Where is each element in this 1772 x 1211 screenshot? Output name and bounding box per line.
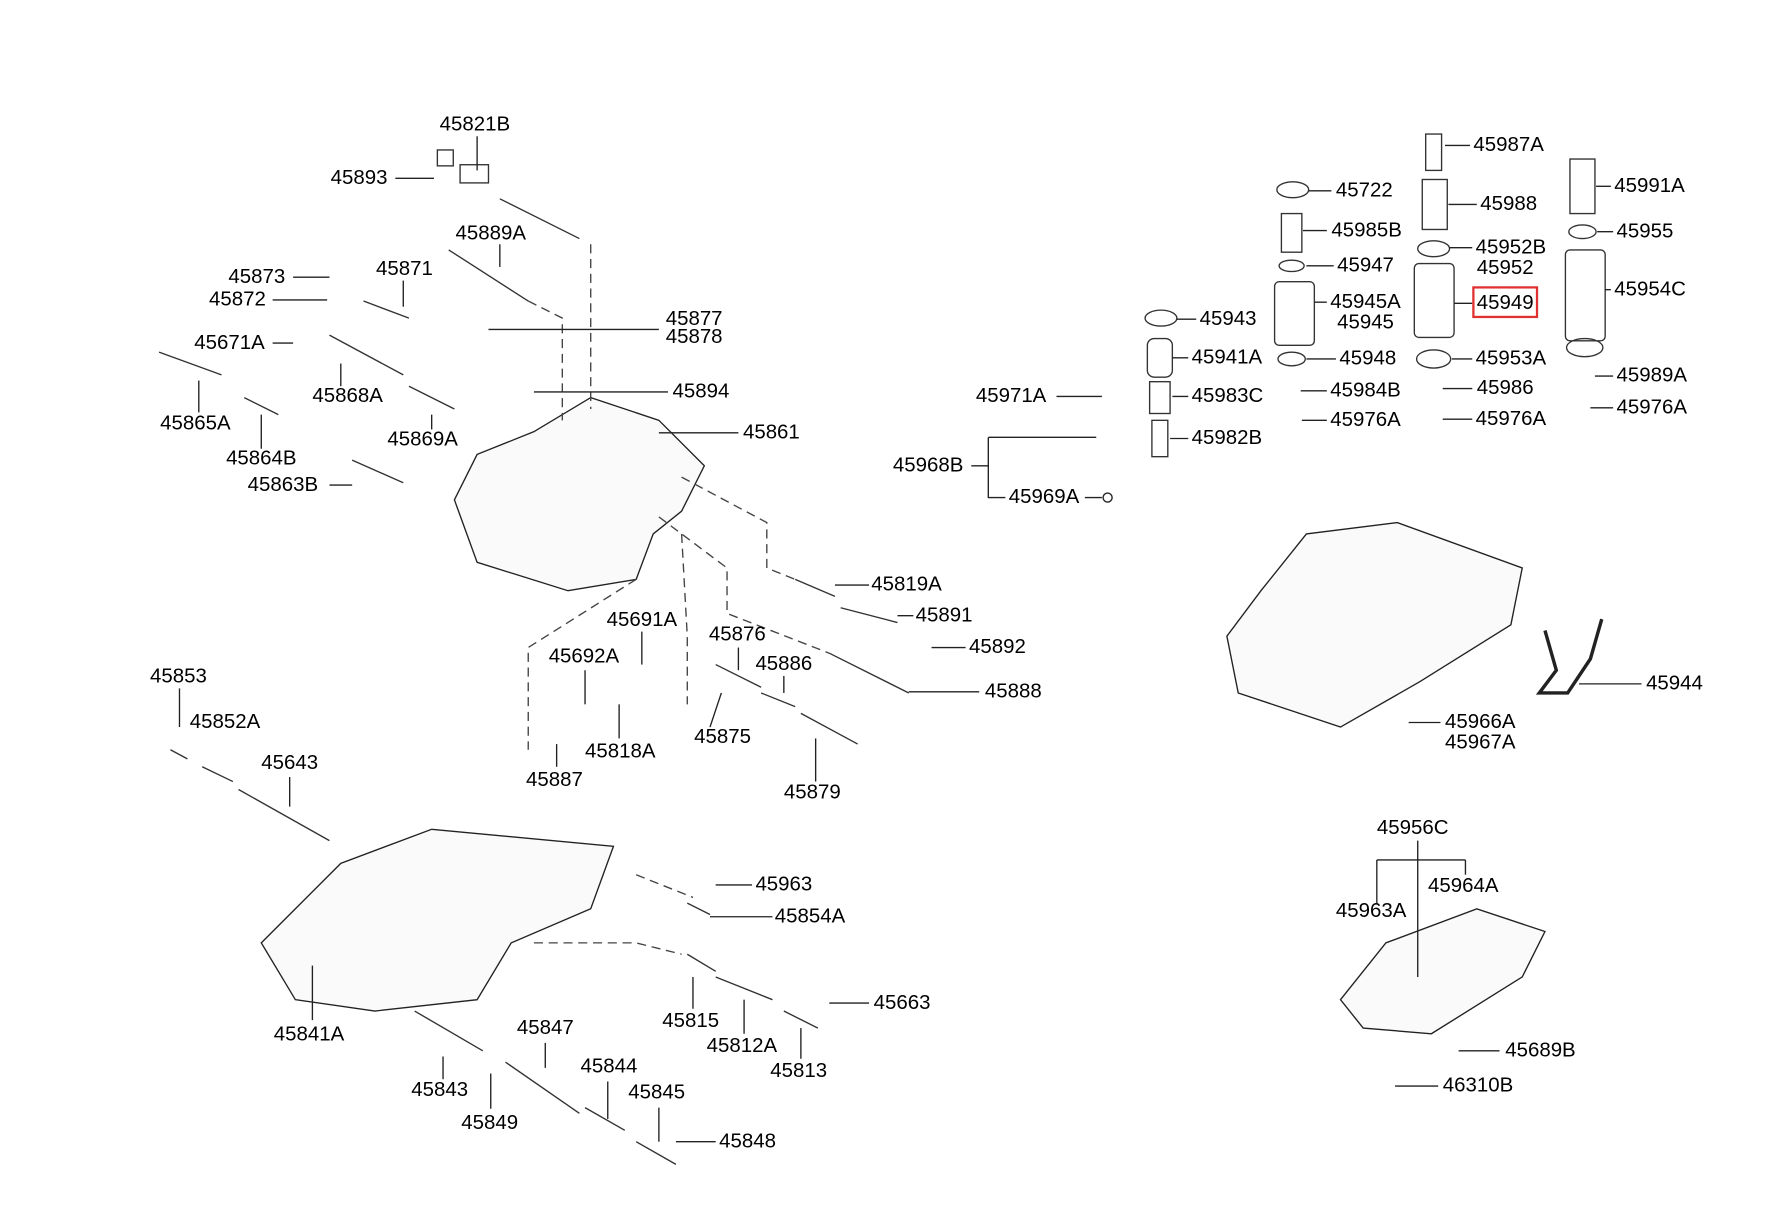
part-label-45983C[interactable]: 45983C [1191, 383, 1264, 407]
part-label-45843[interactable]: 45843 [411, 1078, 469, 1101]
part-label-45891[interactable]: 45891 [915, 603, 973, 626]
part-label-45955[interactable]: 45955 [1616, 219, 1674, 242]
part-label-45813[interactable]: 45813 [770, 1058, 828, 1082]
part-label-45893[interactable]: 45893 [330, 165, 388, 189]
part-label-45869A[interactable]: 45869A [387, 427, 458, 450]
part-label-45852A[interactable]: 45852A [189, 710, 261, 733]
part-label-45963A[interactable]: 45963A [1335, 898, 1407, 922]
upper-valve-body [453, 396, 706, 592]
part-label-45892[interactable]: 45892 [969, 635, 1026, 658]
part-label-45819A[interactable]: 45819A [871, 572, 942, 596]
part-label-45971A[interactable]: 45971A [975, 383, 1047, 407]
part-label-45894[interactable]: 45894 [672, 379, 730, 403]
right-components [1144, 133, 1606, 458]
part-label-45954C[interactable]: 45954C [1614, 277, 1686, 300]
part-label-45986[interactable]: 45986 [1476, 376, 1534, 399]
part-label-45947[interactable]: 45947 [1337, 253, 1394, 277]
part-label-45988[interactable]: 45988 [1480, 191, 1538, 215]
part-label-45847[interactable]: 45847 [516, 1015, 574, 1039]
part-label-45889A[interactable]: 45889A [455, 221, 527, 245]
part-label-45888[interactable]: 45888 [984, 679, 1042, 703]
part-label-45689B[interactable]: 45689B [1505, 1038, 1576, 1062]
part-label-45952B[interactable]: 45952B [1475, 235, 1547, 258]
part-label-45953A[interactable]: 45953A [1475, 346, 1547, 370]
part-label-45692A[interactable]: 45692A [548, 644, 620, 667]
part-label-45841A[interactable]: 45841A [273, 1022, 345, 1046]
part-label-45879[interactable]: 45879 [783, 780, 841, 804]
part-label-45844[interactable]: 45844 [580, 1054, 638, 1077]
part-label-45853[interactable]: 45853 [149, 664, 207, 688]
part-label-45941A[interactable]: 45941A [1191, 345, 1263, 369]
part-label-45722[interactable]: 45722 [1335, 178, 1393, 202]
part-label-45873[interactable]: 45873 [228, 264, 286, 288]
right-valve-body [1226, 521, 1524, 728]
part-label-45987A[interactable]: 45987A [1473, 132, 1544, 156]
plug-icon [1102, 492, 1113, 503]
part-label-45976A[interactable]: 45976A [1475, 406, 1547, 430]
part-label-45691A[interactable]: 45691A [606, 607, 678, 631]
part-label-45976A[interactable]: 45976A [1616, 395, 1688, 419]
part-label-45976A[interactable]: 45976A [1330, 407, 1401, 431]
part-label-45952[interactable]: 45952 [1476, 255, 1534, 279]
part-label-45945A[interactable]: 45945A [1330, 289, 1401, 313]
part-label-45945[interactable]: 45945 [1337, 310, 1394, 333]
oil-filter [1339, 908, 1546, 1035]
part-label-45984B[interactable]: 45984B [1330, 378, 1401, 402]
part-label-45848[interactable]: 45848 [719, 1129, 776, 1152]
part-label-45964A[interactable]: 45964A [1427, 873, 1499, 897]
part-label-45845[interactable]: 45845 [628, 1080, 686, 1104]
part-label-45875[interactable]: 45875 [694, 724, 751, 748]
part-label-45865A[interactable]: 45865A [160, 411, 231, 434]
leader-lines [178, 136, 1642, 1143]
part-label-45878[interactable]: 45878 [665, 324, 723, 348]
part-label-45967A[interactable]: 45967A [1444, 730, 1516, 754]
part-label-45854A[interactable]: 45854A [774, 904, 846, 927]
part-label-45886[interactable]: 45886 [755, 652, 813, 675]
guide-lines [527, 244, 830, 955]
part-label-45849[interactable]: 45849 [461, 1111, 519, 1134]
part-label-45948[interactable]: 45948 [1339, 346, 1397, 370]
part-label-45815[interactable]: 45815 [662, 1008, 720, 1032]
part-label-45989A[interactable]: 45989A [1616, 363, 1688, 387]
part-label-45861[interactable]: 45861 [742, 420, 800, 444]
part-label-45969A[interactable]: 45969A [1008, 485, 1080, 508]
part-label-45643[interactable]: 45643 [261, 750, 319, 774]
part-label-45876[interactable]: 45876 [708, 622, 766, 646]
part-label-45944[interactable]: 45944 [1646, 671, 1703, 695]
part-label-45985B[interactable]: 45985B [1331, 218, 1402, 241]
part-label-46310B[interactable]: 46310B [1442, 1073, 1514, 1097]
part-label-45968B[interactable]: 45968B [892, 453, 964, 476]
part-label-45864B[interactable]: 45864B [226, 446, 297, 470]
part-label-45991A[interactable]: 45991A [1614, 173, 1685, 197]
part-label-45812A[interactable]: 45812A [706, 1033, 778, 1057]
part-label-45966A[interactable]: 45966A [1444, 710, 1516, 733]
part-label-45887[interactable]: 45887 [525, 767, 583, 791]
part-label-45943[interactable]: 45943 [1199, 306, 1257, 330]
part-label-45949[interactable]: 45949 [1472, 286, 1539, 319]
part-label-45956C[interactable]: 45956C [1376, 815, 1449, 839]
lower-valve-body [260, 828, 615, 1012]
part-label-45872[interactable]: 45872 [209, 287, 266, 311]
part-label-45821B[interactable]: 45821B [439, 112, 511, 136]
part-label-45868A[interactable]: 45868A [312, 383, 383, 407]
part-label-45818A[interactable]: 45818A [585, 739, 656, 763]
tube [1535, 618, 1604, 695]
part-label-45982B[interactable]: 45982B [1191, 426, 1263, 449]
left-components [158, 149, 910, 1165]
part-label-45963[interactable]: 45963 [755, 872, 813, 896]
part-label-45877[interactable]: 45877 [665, 306, 723, 330]
part-label-45871[interactable]: 45871 [376, 256, 433, 280]
part-label-45863B[interactable]: 45863B [247, 472, 319, 496]
part-label-45663[interactable]: 45663 [873, 990, 931, 1014]
part-label-45671A[interactable]: 45671A [194, 330, 265, 354]
